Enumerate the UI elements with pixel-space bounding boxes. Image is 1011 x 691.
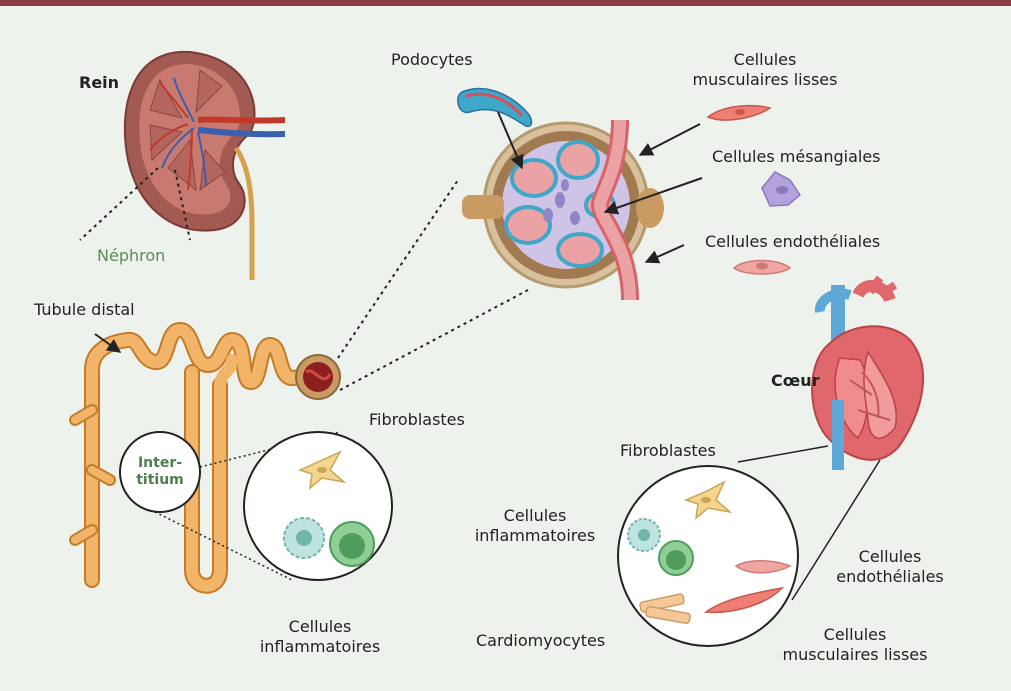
- heart-illustration: [812, 278, 923, 470]
- label-coeur: Cœur: [771, 371, 820, 391]
- label-smooth-muscle-glomerulus-line1: Cellules: [680, 50, 850, 70]
- label-endothelial-heart-line2: endothéliales: [820, 567, 960, 587]
- label-inflammatory-kidney-line2: inflammatoires: [240, 637, 400, 657]
- label-endothelial-heart: Cellules endothéliales: [820, 547, 960, 587]
- label-fibroblastes-kidney: Fibroblastes: [369, 410, 465, 430]
- label-inflammatory-kidney-line1: Cellules: [240, 617, 400, 637]
- label-cardiomyocytes: Cardiomyocytes: [476, 631, 605, 651]
- label-endothelial-heart-line1: Cellules: [820, 547, 960, 567]
- label-podocytes: Podocytes: [391, 50, 473, 70]
- macrophage-icon: [628, 519, 660, 551]
- label-tubule-distal: Tubule distal: [34, 300, 135, 320]
- label-interstitium: Inter- titium: [126, 455, 194, 489]
- label-nephron: Néphron: [97, 246, 165, 266]
- lymphocyte-icon: [659, 541, 693, 575]
- lymphocyte-icon: [330, 522, 374, 566]
- label-smooth-muscle-glomerulus: Cellules musculaires lisses: [680, 50, 850, 90]
- heart-tissue-zoom: [618, 466, 798, 646]
- label-endotheliales-glomerulus: Cellules endothéliales: [705, 232, 880, 252]
- label-inflammatory-heart-line2: inflammatoires: [460, 526, 610, 546]
- podocyte-icon: [458, 88, 532, 126]
- label-rein: Rein: [79, 73, 119, 93]
- label-smooth-muscle-heart-line2: musculaires lisses: [770, 645, 940, 665]
- label-mesangiales: Cellules mésangiales: [712, 147, 881, 167]
- macrophage-icon: [284, 518, 324, 558]
- label-inflammatory-kidney: Cellules inflammatoires: [240, 617, 400, 657]
- glomerulus-illustration: [462, 120, 664, 300]
- label-interstitium-line1: Inter-: [126, 455, 194, 472]
- label-smooth-muscle-glomerulus-line2: musculaires lisses: [680, 70, 850, 90]
- label-inflammatory-heart-line1: Cellules: [460, 506, 610, 526]
- label-interstitium-line2: titium: [126, 472, 194, 489]
- label-inflammatory-heart: Cellules inflammatoires: [460, 506, 610, 546]
- kidney-interstitium-zoom: [244, 432, 392, 580]
- label-smooth-muscle-heart: Cellules musculaires lisses: [770, 625, 940, 665]
- label-fibroblastes-heart: Fibroblastes: [620, 441, 716, 461]
- label-smooth-muscle-heart-line1: Cellules: [770, 625, 940, 645]
